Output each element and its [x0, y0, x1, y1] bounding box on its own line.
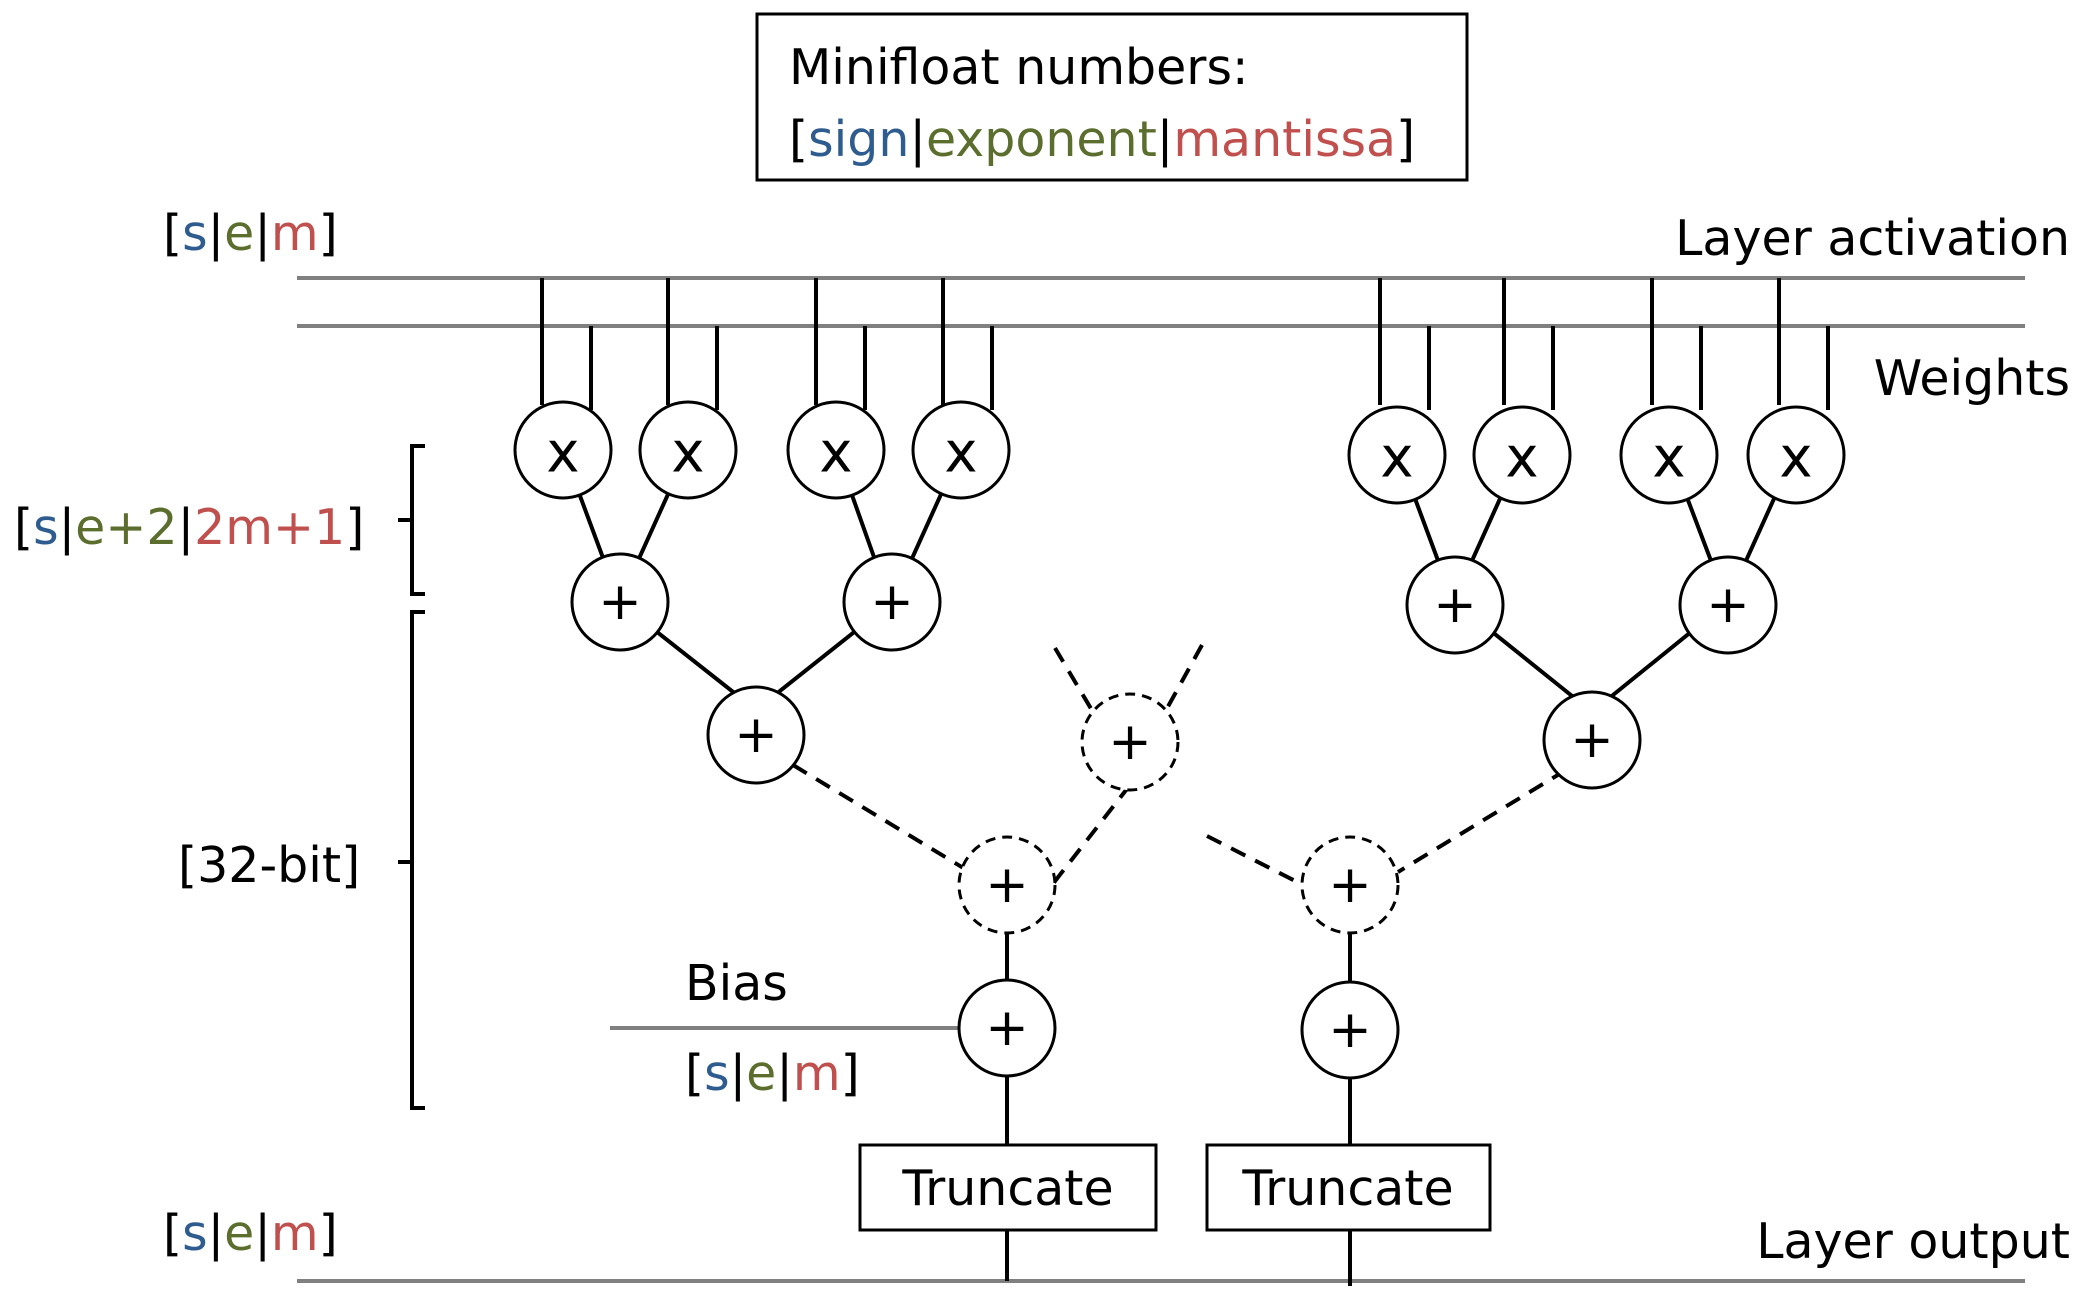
- bias-format-label: [s|e|m]: [685, 1045, 860, 1102]
- legend-mantissa: mantissa: [1173, 111, 1396, 168]
- bias-add-node: [957, 978, 1057, 1078]
- svg-text:+: +: [1328, 855, 1372, 915]
- multiply-node: [1746, 405, 1846, 505]
- bit32-label: [32-bit]: [178, 837, 360, 894]
- svg-text:+: +: [1108, 712, 1152, 772]
- multiply-nodes: x x x x x x x x: [513, 400, 1846, 505]
- legend-box: Minifloat numbers: [sign|exponent|mantis…: [755, 12, 1469, 182]
- svg-text:x: x: [944, 421, 977, 486]
- truncate-label-left: Truncate: [901, 1160, 1113, 1217]
- svg-text:+: +: [1570, 710, 1614, 770]
- truncate-box-left: [858, 1143, 1158, 1232]
- svg-text:+: +: [734, 705, 778, 765]
- add-node: [570, 552, 670, 652]
- multiply-node: [1472, 405, 1572, 505]
- svg-text:+: +: [985, 855, 1029, 915]
- bias-add-node: [1300, 980, 1400, 1080]
- add-node: [1405, 555, 1505, 655]
- multiply-node: [1619, 405, 1719, 505]
- dashed-add-node: [1300, 835, 1400, 935]
- input-format-label: [s|e|m]: [163, 205, 338, 262]
- svg-text:+: +: [1328, 1000, 1372, 1060]
- svg-text:+: +: [1706, 575, 1750, 635]
- dashed-add-nodes: + + +: [957, 692, 1400, 935]
- legend-title: Minifloat numbers:: [789, 39, 1249, 96]
- dashed-add-node: [1080, 692, 1180, 792]
- dashed-add-node: [957, 835, 1057, 935]
- add-nodes: + + + + + + + +: [570, 552, 1778, 1080]
- svg-text:+: +: [1433, 575, 1477, 635]
- product-bracket: [410, 444, 425, 596]
- multiply-node: [786, 400, 886, 500]
- weights-label: Weights: [1874, 350, 2070, 407]
- svg-text:x: x: [1652, 426, 1685, 491]
- bit32-bracket: [410, 610, 425, 1110]
- add-node: [1542, 690, 1642, 790]
- legend-exponent: exponent: [926, 111, 1157, 168]
- truncate-boxes: Truncate Truncate: [858, 1143, 1492, 1232]
- truncate-box-right: [1205, 1143, 1492, 1232]
- svg-text:x: x: [1779, 426, 1812, 491]
- multiply-node: [911, 400, 1011, 500]
- tree-wires: [561, 449, 1798, 1286]
- product-format-label: [s|e+2|2m+1]: [14, 499, 364, 556]
- svg-text:x: x: [546, 421, 579, 486]
- svg-text:+: +: [985, 998, 1029, 1058]
- add-node: [842, 552, 942, 652]
- legend-frame: [755, 12, 1469, 182]
- input-wires: [540, 278, 1830, 410]
- layer-output-label: Layer output: [1756, 1213, 2070, 1270]
- legend-format: [sign|exponent|mantissa]: [789, 111, 1415, 168]
- svg-text:x: x: [1505, 426, 1538, 491]
- layer-activation-label: Layer activation: [1675, 210, 2070, 267]
- add-node: [706, 685, 806, 785]
- truncate-label-right: Truncate: [1241, 1160, 1453, 1217]
- svg-text:+: +: [870, 572, 914, 632]
- svg-text:x: x: [1380, 426, 1413, 491]
- dashed-wires: [791, 644, 1568, 888]
- svg-text:x: x: [671, 421, 704, 486]
- multiply-node: [1347, 405, 1447, 505]
- svg-text:+: +: [598, 572, 642, 632]
- multiply-node: [638, 400, 738, 500]
- output-format-label: [s|e|m]: [163, 1205, 338, 1262]
- add-node: [1678, 555, 1778, 655]
- svg-text:x: x: [819, 421, 852, 486]
- legend-sign: sign: [808, 111, 909, 168]
- multiply-node: [513, 400, 613, 500]
- bias-label: Bias: [685, 955, 788, 1012]
